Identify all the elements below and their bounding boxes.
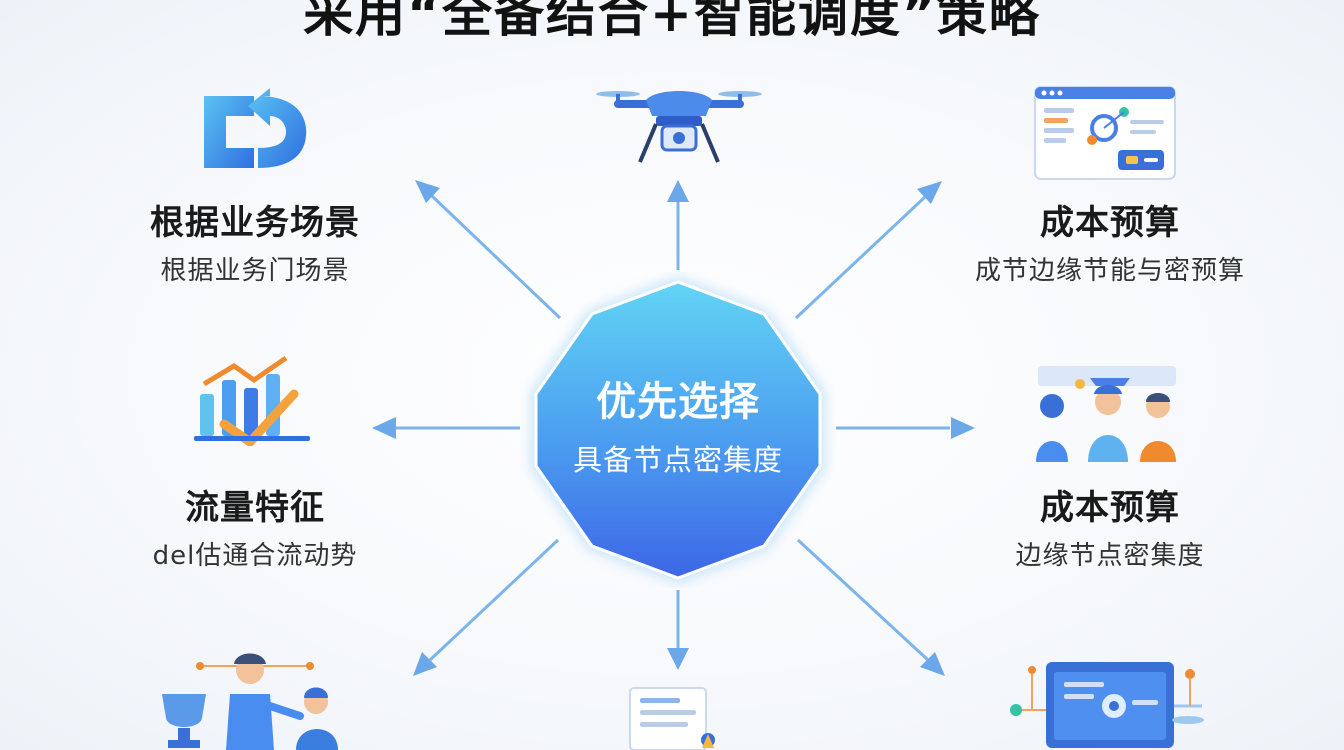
arrow-down-left [428,538,560,662]
node-top-right: 成本预算 成节边缘节能与密预算 [950,195,1270,287]
arrowhead-down-right [920,652,945,676]
node-top-left: 根据业务场景 根据业务门场景 [120,195,390,287]
hub-octagon [530,276,826,584]
refresh-arrows-icon [204,88,307,168]
monitor-network-icon [1010,662,1204,748]
node-mid-right: 成本预算 边缘节点密集度 [960,480,1260,572]
node-top-left-title: 根据业务场景 [150,203,360,243]
dashboard-window-icon [1034,86,1176,180]
node-mid-left-title: 流量特征 [185,488,325,528]
arrowhead-up [667,180,689,202]
node-mid-right-subtitle: 边缘节点密集度 [1015,541,1205,571]
arrowhead-right [951,417,975,439]
arrowhead-down [667,648,689,670]
page-title: 采用“全备结合+智能调度”策略 [303,0,1041,43]
document-icon [629,687,715,750]
arrow-up-right [794,195,927,320]
hub-title: 优先选择 [596,379,760,425]
node-top-right-title: 成本预算 [1040,203,1180,243]
node-mid-left: 流量特征 del估通合流动势 [120,480,390,572]
person-trophy-icon [162,653,338,750]
arrow-up-left [430,194,562,320]
node-mid-right-title: 成本预算 [1040,488,1180,528]
arrowhead-up-right [917,181,942,204]
node-mid-left-subtitle: del估通合流动势 [152,541,358,571]
arrowhead-left [372,417,396,439]
drone-icon [596,91,762,163]
hub-subtitle: 具备节点密集度 [572,443,783,477]
arrowhead-up-left [415,180,440,203]
node-top-right-subtitle: 成节边缘节能与密预算 [974,256,1245,286]
hub-text: 优先选择 具备节点密集度 [520,272,836,588]
bar-chart-trend-icon [194,355,310,446]
node-top-left-subtitle: 根据业务门场景 [160,256,350,286]
team-people-icon [1036,366,1176,462]
arrow-down-right [796,538,930,662]
arrowhead-down-left [413,652,437,676]
